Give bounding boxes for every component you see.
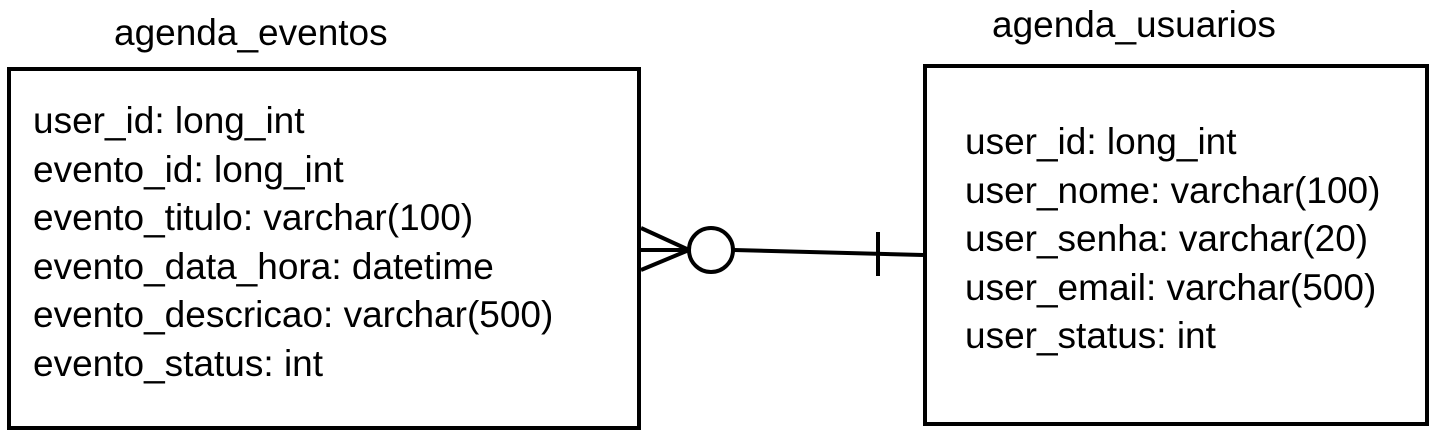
- field-user-nome: user_nome: varchar(100): [965, 169, 1381, 211]
- entity-box-agenda-eventos: user_id: long_int evento_id: long_int ev…: [7, 67, 641, 430]
- field-list-agenda-usuarios: user_id: long_int user_nome: varchar(100…: [965, 118, 1380, 361]
- field-list-agenda-eventos: user_id: long_int evento_id: long_int ev…: [33, 97, 553, 389]
- field-user-senha: user_senha: varchar(20): [965, 218, 1369, 260]
- entity-title-agenda-usuarios: agenda_usuarios: [992, 4, 1276, 45]
- field-evento-titulo: evento_titulo: varchar(100): [33, 197, 474, 239]
- field-user-email: user_email: varchar(500): [965, 266, 1377, 308]
- field-evento-status: evento_status: int: [33, 342, 324, 384]
- cardinality-zero-circle: [687, 226, 735, 274]
- entity-box-agenda-usuarios: user_id: long_int user_nome: varchar(100…: [923, 64, 1429, 426]
- field-user-status: user_status: int: [965, 315, 1216, 357]
- field-evento-id: evento_id: long_int: [33, 148, 344, 190]
- field-evento-data-hora: evento_data_hora: datetime: [33, 245, 494, 287]
- field-evento-descricao: evento_descricao: varchar(500): [33, 294, 554, 336]
- field-user-id: user_id: long_int: [965, 121, 1237, 162]
- crows-foot-many-icon: [640, 226, 690, 272]
- entity-title-agenda-eventos: agenda_eventos: [114, 12, 388, 53]
- relationship-line: [733, 248, 924, 257]
- field-user-id: user_id: long_int: [33, 100, 305, 141]
